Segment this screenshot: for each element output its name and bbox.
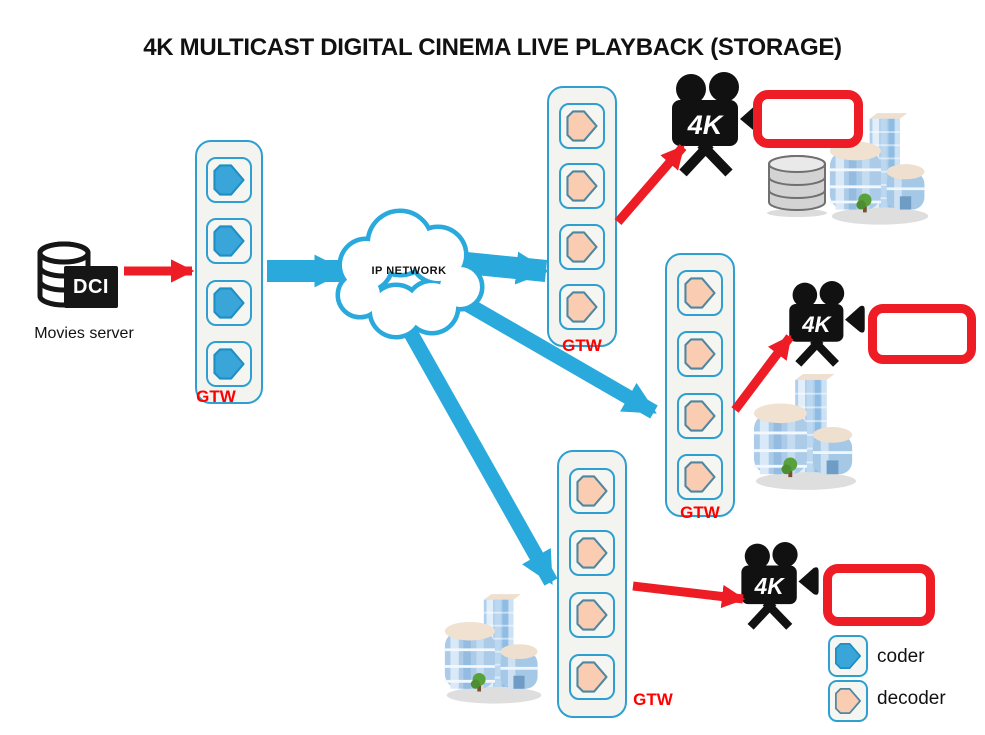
legend-coder-swatch <box>828 635 868 677</box>
storage-cylinder-icon <box>766 155 828 218</box>
coder-port <box>206 279 252 326</box>
decoder-top-gtw-label: GTW <box>562 336 602 355</box>
movie-camera-icon-top: 4K <box>668 72 768 178</box>
cinema-screen-bottom <box>823 564 935 626</box>
decoder-port <box>559 223 605 270</box>
coder-arrow-icon <box>213 286 245 319</box>
coder-port <box>206 340 252 387</box>
decoder-arrow-icon <box>835 688 861 714</box>
decoder-middle-gtw-label: GTW <box>680 503 720 522</box>
legend-decoder-swatch <box>828 680 868 722</box>
camera-4k-label: 4K <box>754 573 786 599</box>
decoder-gateway-stack-middle <box>665 253 735 517</box>
decoder-port <box>569 468 615 514</box>
coder-arrow-icon <box>213 164 245 196</box>
decoder-port <box>559 102 605 149</box>
camera-4k-label: 4K <box>801 312 832 337</box>
legend-coder-label: coder <box>877 646 925 667</box>
decoder-gateway-stack-top <box>547 86 617 347</box>
decoder-arrow-icon <box>684 461 716 493</box>
decoder-port <box>559 284 605 331</box>
decoder-arrow-icon <box>684 338 716 370</box>
coder-arrow-icon <box>213 348 245 380</box>
movie-camera-icon-bottom: 4K <box>738 542 822 631</box>
dci-badge: DCI <box>64 266 118 308</box>
encoder-gtw-label: GTW <box>196 387 236 406</box>
camera-4k-label: 4K <box>687 110 725 140</box>
decoder-port <box>677 392 723 439</box>
arrow-decoder-bottom-to-camera <box>632 581 746 609</box>
decoder-gateway-stack-bottom <box>557 450 627 718</box>
movie-camera-icon-middle: 4K <box>786 281 868 368</box>
decoder-port <box>677 331 723 378</box>
decoder-arrow-icon <box>576 661 608 693</box>
cinema-screen-top <box>753 90 863 148</box>
decoder-port <box>569 654 615 700</box>
ip-network-cloud <box>335 208 485 340</box>
buildings-icon-middle-right <box>752 372 858 492</box>
buildings-icon-bottom-left <box>443 592 543 705</box>
legend-decoder-label: decoder <box>877 688 946 709</box>
decoder-arrow-icon <box>684 399 716 432</box>
cinema-screen-middle <box>868 304 976 364</box>
arrow-network-to-decoder-bottom <box>402 326 558 586</box>
decoder-arrow-icon <box>576 537 608 569</box>
decoder-port <box>559 163 605 210</box>
decoder-arrow-icon <box>576 475 608 507</box>
coder-arrow-icon <box>213 225 245 257</box>
coder-arrow-icon <box>835 643 861 669</box>
decoder-arrow-icon <box>566 170 598 202</box>
coder-port <box>206 157 252 204</box>
ip-network-label: IP NETWORK <box>371 265 447 277</box>
decoder-arrow-icon <box>566 231 598 263</box>
diagram-title: 4K MULTICAST DIGITAL CINEMA LIVE PLAYBAC… <box>143 34 842 61</box>
decoder-arrow-icon <box>566 110 598 142</box>
decoder-port <box>569 592 615 638</box>
decoder-arrow-icon <box>576 599 608 631</box>
decoder-port <box>677 453 723 500</box>
movies-server-label: Movies server <box>34 325 134 342</box>
decoder-bottom-gtw-label: GTW <box>633 690 673 709</box>
decoder-arrow-icon <box>566 291 598 323</box>
coder-port <box>206 218 252 265</box>
encoder-gateway-stack <box>195 140 263 404</box>
decoder-arrow-icon <box>684 277 716 309</box>
decoder-port <box>677 270 723 317</box>
dci-badge-label: DCI <box>73 275 109 298</box>
decoder-port <box>569 530 615 576</box>
